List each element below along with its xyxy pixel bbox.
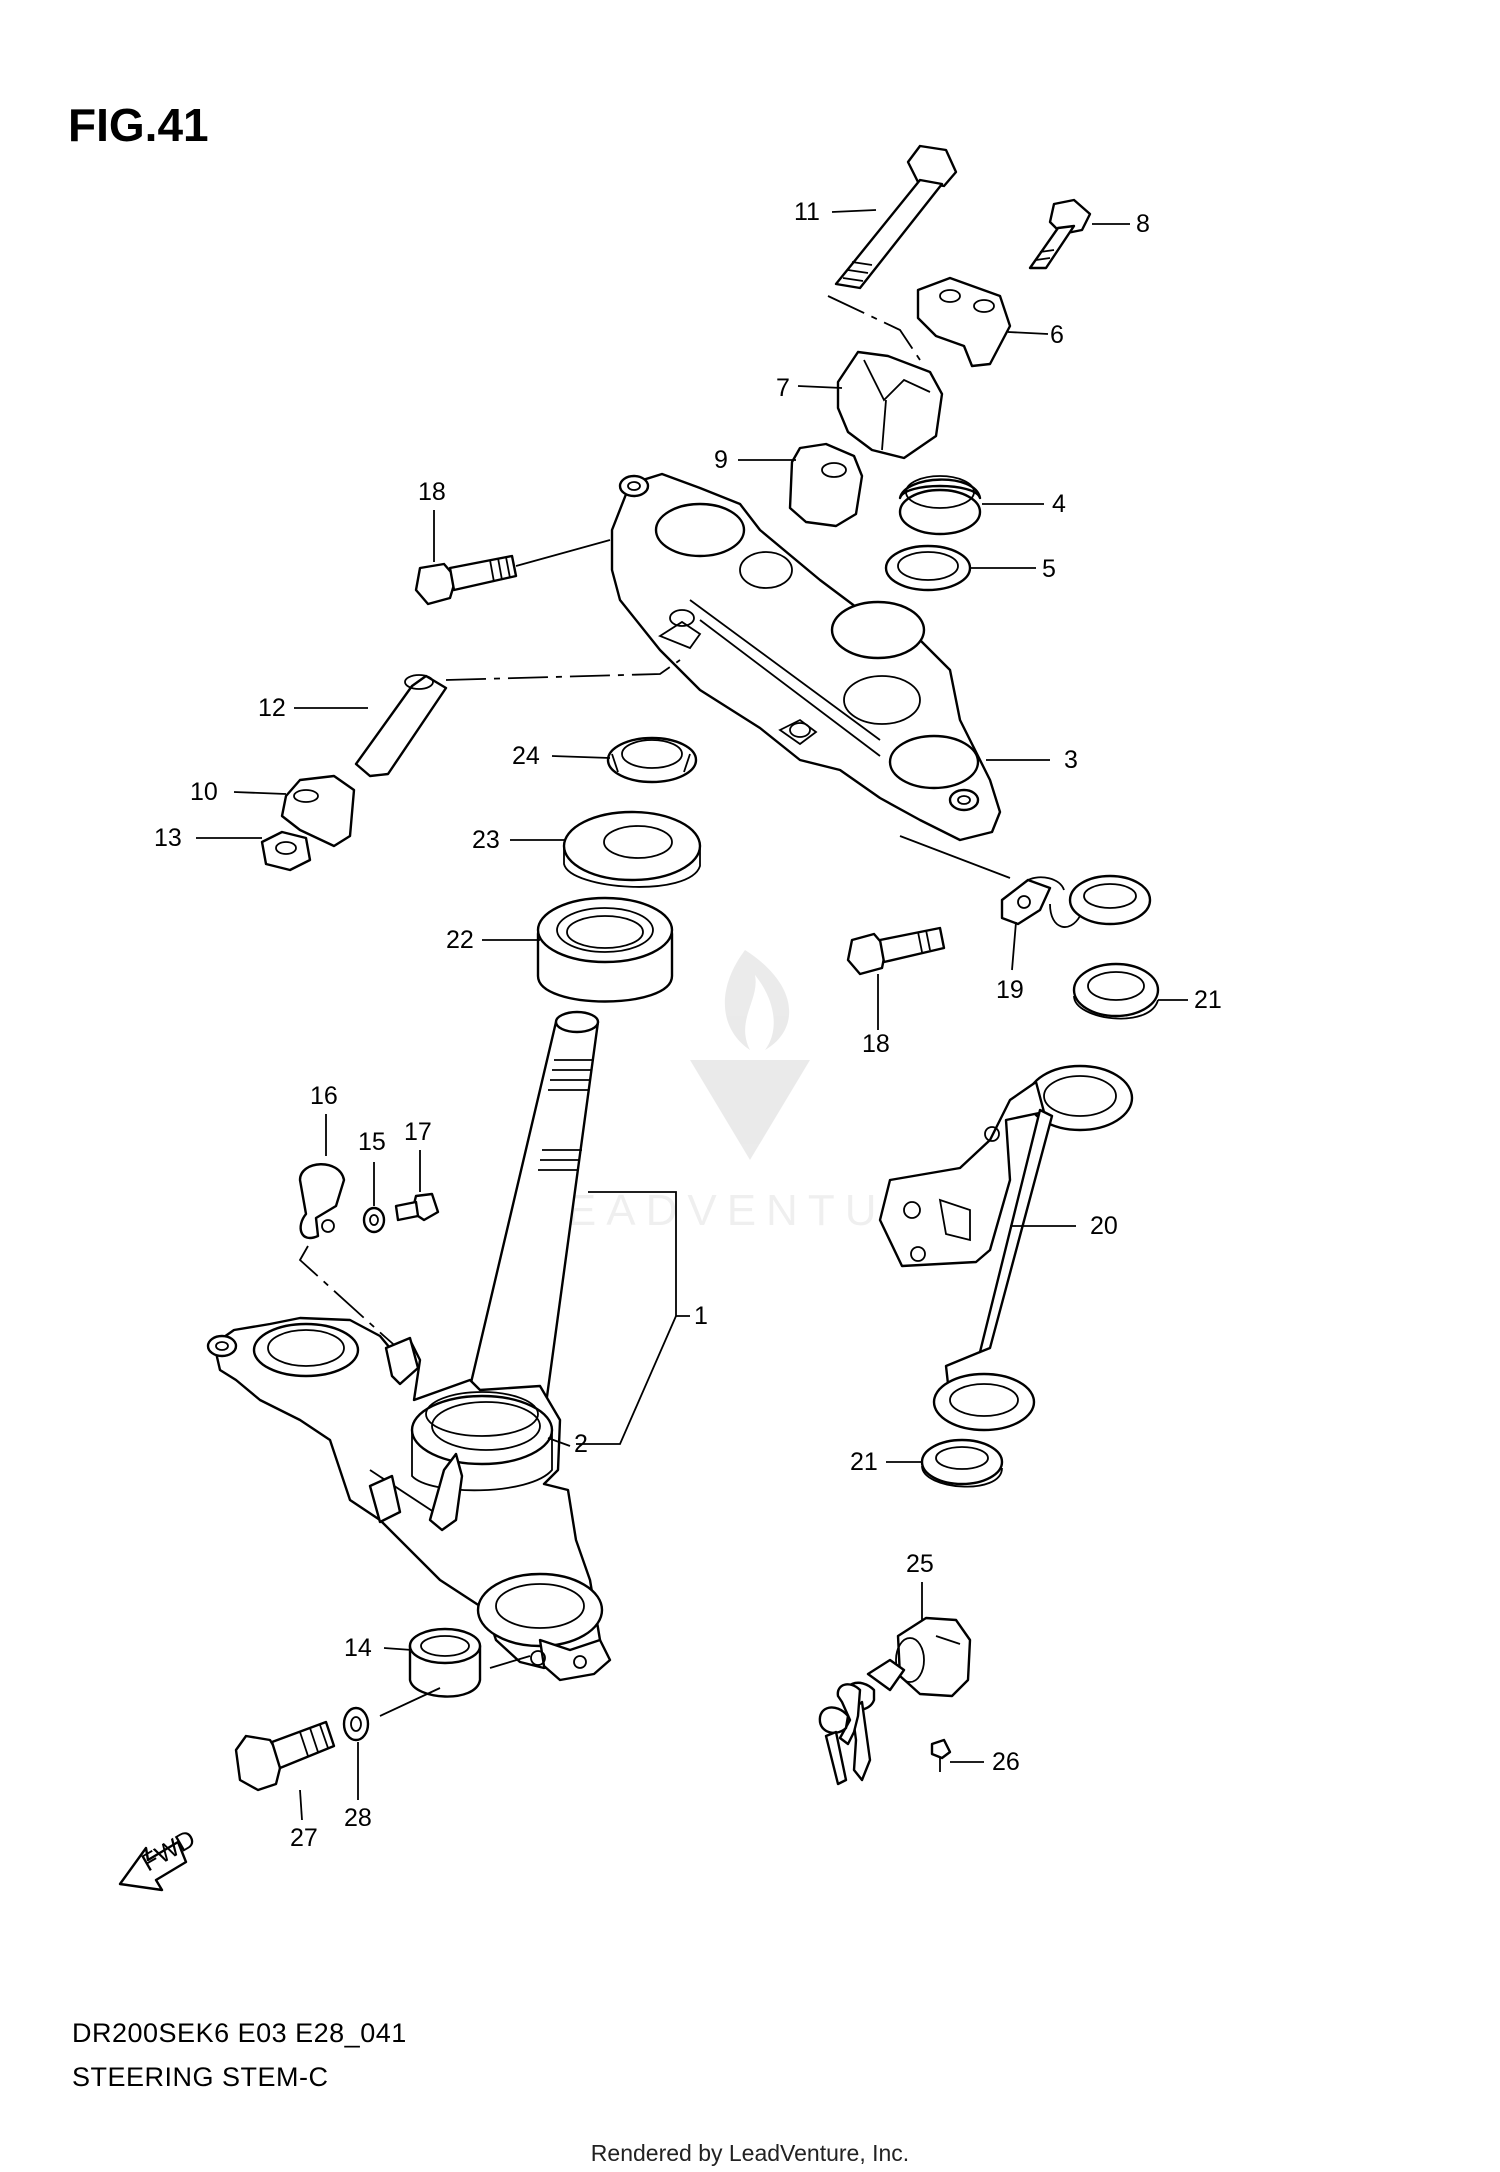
callout-4: 4 <box>1052 490 1066 518</box>
part-15-washer <box>362 1206 386 1234</box>
part-22-bearing <box>536 896 674 1003</box>
part-24-nut <box>606 736 698 784</box>
leader-lines <box>196 209 1188 1821</box>
callout-1: 1 <box>694 1302 708 1330</box>
part-28-washer <box>342 1687 441 1742</box>
part-18-bolt-lower <box>846 926 946 976</box>
callout-13: 13 <box>154 824 182 852</box>
part-19-clip <box>899 835 1065 926</box>
callout-24: 24 <box>512 742 540 770</box>
part-14-grommet <box>408 1627 531 1698</box>
callout-10: 10 <box>190 778 218 806</box>
callout-28: 28 <box>344 1804 372 1832</box>
part-3-upper-bracket <box>610 472 1002 842</box>
part-10-cushion-rubber <box>280 774 356 848</box>
part-7-handlebar-holder-lower <box>836 350 944 460</box>
part-27-bolt <box>234 1720 336 1792</box>
part-5-washer <box>884 544 972 592</box>
callout-16: 16 <box>310 1082 338 1110</box>
callout-6: 6 <box>1050 321 1064 349</box>
callout-12: 12 <box>258 694 286 722</box>
callout-15: 15 <box>358 1128 386 1156</box>
callout-25: 25 <box>906 1550 934 1578</box>
part-16-clamp <box>298 1163 346 1240</box>
part-21-grommet-upper <box>1049 874 1152 928</box>
part-17-screw <box>298 1192 440 1351</box>
callout-22: 22 <box>446 926 474 954</box>
diagram-section-title: STEERING STEM-C <box>72 2062 329 2092</box>
callout-9: 9 <box>714 446 728 474</box>
callout-20: 20 <box>1090 1212 1118 1240</box>
part-21-grommet-lower <box>920 1438 1004 1488</box>
callout-8: 8 <box>1136 210 1150 238</box>
callout-3: 3 <box>1064 746 1078 774</box>
part-18-bolt-upper <box>414 539 611 606</box>
part-13-nut <box>260 830 312 872</box>
callout-7: 7 <box>776 374 790 402</box>
part-6-handlebar-holder-upper <box>916 276 1012 368</box>
part-4-cap <box>898 475 982 536</box>
callout-19: 19 <box>996 976 1024 1004</box>
callout-27: 27 <box>290 1824 318 1852</box>
callout-23: 23 <box>472 826 500 854</box>
callout-17: 17 <box>404 1118 432 1146</box>
part-12-pin <box>354 659 681 778</box>
figure-title: FIG.41 <box>68 99 209 151</box>
callout-labels: 1 2 3 4 5 6 7 8 9 10 11 12 13 14 15 16 1… <box>154 198 1222 1852</box>
part-11-bolt <box>834 144 958 290</box>
callout-18-lower: 18 <box>862 1030 890 1058</box>
part-21-grommet-right <box>1072 962 1160 1020</box>
part-2-bearing <box>425 1391 539 1437</box>
part-25-ignition-switch <box>818 1616 972 1786</box>
callout-5: 5 <box>1042 555 1056 583</box>
watermark-logo <box>690 950 810 1160</box>
callout-18-upper: 18 <box>418 478 446 506</box>
fwd-arrow: FWD <box>118 1824 200 1892</box>
callout-14: 14 <box>344 1634 372 1662</box>
callout-21-lower: 21 <box>850 1448 878 1476</box>
part-26-screw <box>930 1738 952 1772</box>
callout-2: 2 <box>574 1430 588 1458</box>
diagram-reference-code: DR200SEK6 E03 E28_041 <box>72 2018 407 2048</box>
part-1-steering-stem <box>206 1010 612 1682</box>
callout-11: 11 <box>794 198 820 226</box>
callout-26: 26 <box>992 1748 1020 1776</box>
render-credit-footer: Rendered by LeadVenture, Inc. <box>590 2140 910 2166</box>
part-8-bolt <box>1028 198 1092 270</box>
callout-21-right: 21 <box>1194 986 1222 1014</box>
part-23-dust-seal <box>562 810 702 888</box>
part-9-cushion <box>788 442 864 528</box>
part-20-cable-guide <box>878 1064 1134 1432</box>
